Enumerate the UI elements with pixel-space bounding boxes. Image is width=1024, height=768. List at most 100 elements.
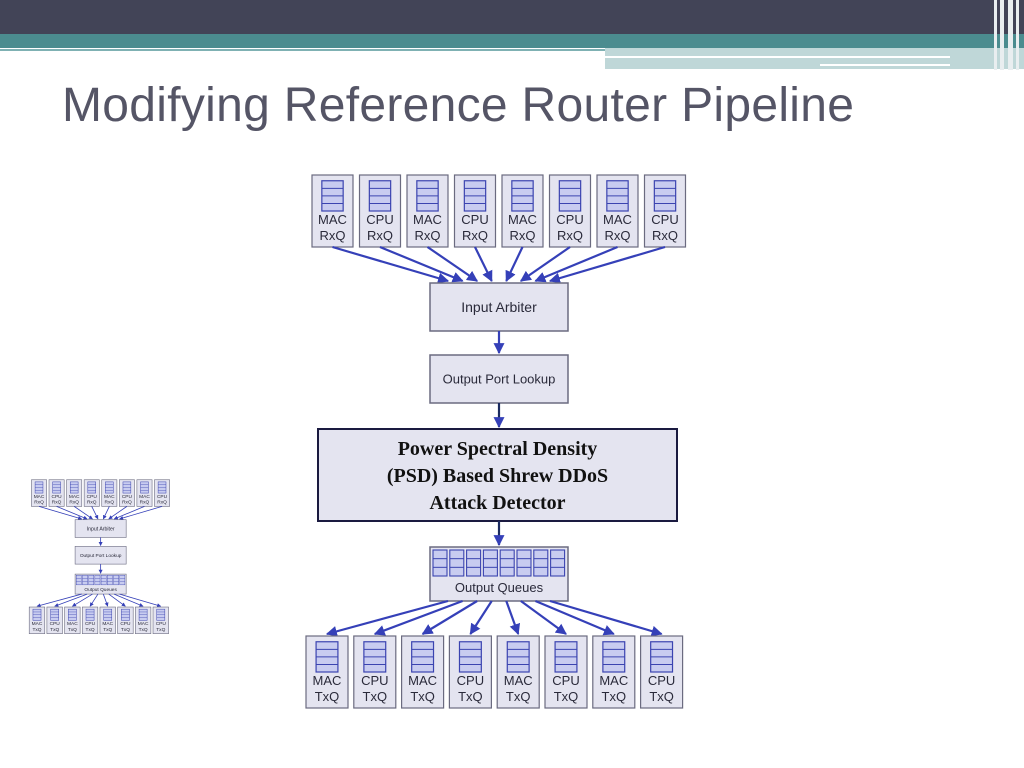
header-edge-stripe xyxy=(1016,0,1019,70)
flow-arrow xyxy=(36,593,82,608)
queue-stack-icon xyxy=(69,481,79,494)
flow-arrow xyxy=(119,593,162,608)
output-queue-icon xyxy=(432,549,448,577)
flow-arrow xyxy=(535,599,615,636)
rx-queue-label-top: CPU xyxy=(366,212,393,227)
psd-detector: Power Spectral Density(PSD) Based Shrew … xyxy=(317,428,678,522)
tx-queue-label-top: CPU xyxy=(120,621,131,627)
output-queue-icon xyxy=(82,575,88,586)
output-port-lookup: Output Port Lookup xyxy=(74,546,127,565)
flow-arrow xyxy=(548,245,666,284)
tx-queue-label-bottom: TxQ xyxy=(602,689,627,704)
rx-queue-label-bottom: RxQ xyxy=(510,228,536,243)
tx-queue-label-top: CPU xyxy=(648,673,675,688)
output-port-lookup-box xyxy=(429,354,569,404)
queue-stack-icon xyxy=(157,481,167,494)
queue-stack-icon xyxy=(368,180,392,212)
rx-queue-label-bottom: RxQ xyxy=(105,500,115,506)
flow-arrow xyxy=(38,505,83,520)
rx-queue-label-top: MAC xyxy=(34,494,45,500)
slide-title: Modifying Reference Router Pipeline xyxy=(62,79,855,132)
output-queue-icon xyxy=(113,575,119,586)
flow-arrow xyxy=(119,505,163,520)
output-queue-icon xyxy=(466,549,482,577)
flow-arrow xyxy=(421,600,478,635)
mini-pipeline: MACRxQCPURxQMACRxQCPURxQMACRxQCPURxQMACR… xyxy=(28,479,170,634)
tx-queue-label-bottom: TxQ xyxy=(410,689,435,704)
flow-arrow xyxy=(474,246,493,282)
flow-arrow xyxy=(54,593,88,607)
queue-stack-icon xyxy=(363,641,387,673)
input-arbiter-box xyxy=(74,519,127,538)
tx-queue-label-bottom: TxQ xyxy=(506,689,531,704)
tx-queue-label-top: MAC xyxy=(599,673,628,688)
tx-queue-label-bottom: TxQ xyxy=(554,689,579,704)
queue-stack-icon xyxy=(315,641,339,673)
queue-stack-icon xyxy=(138,608,148,621)
queue-stack-icon xyxy=(602,641,626,673)
tx-queue-label-top: MAC xyxy=(313,673,342,688)
queue-stack-icon xyxy=(103,608,113,621)
rx-queue-label-bottom: RxQ xyxy=(652,228,678,243)
output-queues-label: Output Queues xyxy=(84,587,117,593)
queue-stack-icon xyxy=(558,180,582,212)
output-queue-icon xyxy=(88,575,95,586)
rx-queue-label-top: MAC xyxy=(69,494,80,500)
rx-queue-label-top: MAC xyxy=(318,212,347,227)
rx-queue-label-top: CPU xyxy=(87,494,98,500)
rx-queue-label-bottom: RxQ xyxy=(557,228,583,243)
tx-queue-label-top: CPU xyxy=(85,621,96,627)
main-pipeline: MACRxQCPURxQMACRxQCPURxQMACRxQCPURxQMACR… xyxy=(305,174,687,709)
output-queue-icon xyxy=(550,549,566,577)
queue-stack-icon xyxy=(32,608,42,621)
tx-queue-label-bottom: TxQ xyxy=(68,627,77,633)
rx-queue-label-bottom: RxQ xyxy=(34,500,44,506)
queue-stack-icon xyxy=(121,608,130,621)
flow-arrow xyxy=(519,246,571,282)
tx-queue-label-top: CPU xyxy=(361,673,388,688)
rx-queue-label-bottom: RxQ xyxy=(122,500,132,506)
queue-stack-frame xyxy=(119,575,126,586)
tx-queue-label-bottom: TxQ xyxy=(139,627,148,633)
flow-arrow xyxy=(89,593,99,607)
header-accent-line xyxy=(605,56,950,58)
queue-stack-icon xyxy=(87,481,96,494)
tx-queue-label-bottom: TxQ xyxy=(121,627,130,633)
tx-queue-label-top: MAC xyxy=(138,621,149,627)
flow-arrow xyxy=(91,506,99,520)
queue-stack-frame xyxy=(113,575,119,586)
input-arbiter: Input Arbiter xyxy=(429,282,569,332)
tx-queue-label-top: MAC xyxy=(67,621,78,627)
tx-queue-label-top: MAC xyxy=(32,621,43,627)
flow-arrow xyxy=(426,246,479,282)
queue-stack-frame xyxy=(88,575,95,586)
flow-arrow xyxy=(373,599,463,636)
tx-queue-label-bottom: TxQ xyxy=(458,689,483,704)
queue-stack-frame xyxy=(94,575,101,586)
queue-stack-icon xyxy=(653,180,677,212)
queue-stack-icon xyxy=(50,608,59,621)
output-queue-icon xyxy=(499,549,515,577)
tx-queue-label-bottom: TxQ xyxy=(363,689,388,704)
queue-stack-frame xyxy=(82,575,88,586)
output-queues: Output Queues xyxy=(74,573,127,595)
flow-arrow xyxy=(520,600,567,635)
